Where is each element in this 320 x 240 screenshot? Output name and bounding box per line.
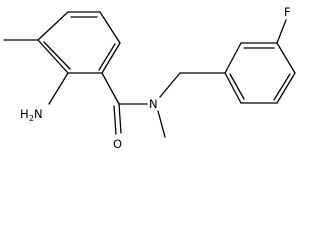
ring-a-bond xyxy=(37,11,69,41)
ring-a-bond xyxy=(99,11,121,44)
ring-b-bond xyxy=(224,42,242,74)
ring-a-bond xyxy=(43,41,71,70)
ring-a-bond xyxy=(37,39,69,74)
ring-to-carbonyl-bond xyxy=(101,72,120,105)
carbonyl-double-bond xyxy=(113,105,117,135)
ring-a-bond xyxy=(98,43,116,71)
fluorine-label: F xyxy=(284,5,291,19)
carbonyl-oxygen-label: O xyxy=(113,137,122,151)
bond-lines xyxy=(3,11,296,138)
ring-b-bond xyxy=(224,72,242,104)
amine-h-label: H xyxy=(20,107,29,121)
atom-labels: F H 2 N N O xyxy=(20,5,291,151)
amine-subscript-label: 2 xyxy=(29,114,34,123)
n-benzyl-bond xyxy=(159,72,181,98)
amino-bond xyxy=(48,72,69,105)
ring-b-bond xyxy=(273,73,291,101)
amide-nitrogen-label: N xyxy=(149,97,158,111)
fluoro-bond xyxy=(276,19,287,44)
ring-b-bond xyxy=(276,72,296,104)
ring-a-bond xyxy=(101,42,121,74)
amine-n-label: N xyxy=(34,107,43,121)
ring-b-bond xyxy=(276,42,296,74)
structure-diagram: F H 2 N N O xyxy=(3,5,296,151)
ring-b-bond xyxy=(229,73,245,100)
carbonyl-double-bond xyxy=(118,103,122,134)
n-methyl-bond xyxy=(157,110,166,138)
